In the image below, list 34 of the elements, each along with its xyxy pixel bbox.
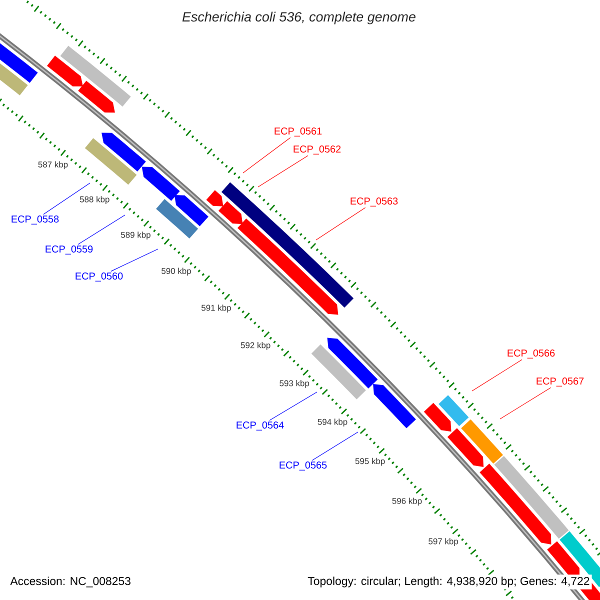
tick-label: 596 kbp — [392, 498, 422, 506]
gene-label: ECP_0566 — [508, 350, 555, 358]
leader-line — [312, 432, 358, 461]
tick-label: 592 kbp — [240, 342, 270, 350]
footer-text: Accession: NC_008253 — [10, 576, 130, 588]
gene-label: ECP_0564 — [236, 422, 284, 430]
leader-line — [43, 182, 90, 215]
tick-label: 588 kbp — [80, 196, 110, 204]
tick-label: 589 kbp — [121, 232, 150, 240]
tick-label: 594 kbp — [318, 418, 348, 427]
gene-label: ECP_0565 — [280, 462, 327, 470]
tick-label: 587 kbp — [38, 161, 68, 170]
leader-line — [316, 207, 366, 240]
gene-label: ECP_0558 — [12, 216, 59, 224]
gene-label: ECP_0561 — [274, 128, 322, 136]
leader-line — [78, 214, 126, 245]
leader-line — [269, 392, 318, 421]
tick-label: 597 kbp — [428, 538, 458, 546]
leader-line — [258, 155, 308, 188]
gene-label: ECP_0567 — [536, 378, 584, 386]
leader-line — [242, 137, 291, 174]
tick-label: 593 kbp — [280, 380, 310, 388]
tick-label: 595 kbp — [355, 458, 385, 466]
title: Escherichia coli 536, complete genome — [182, 12, 416, 24]
gene-label: ECP_0562 — [294, 146, 341, 154]
tick-label: 591 kbp — [202, 304, 231, 312]
gene-label: ECP_0560 — [76, 272, 123, 282]
leader-line — [472, 359, 522, 392]
tick-label: 590 kbp — [162, 268, 191, 276]
footer-text: Topology: circular; Length: 4,938,920 bp; Genes: 4,722 — [306, 574, 592, 590]
gene-label: ECP_0559 — [46, 246, 93, 254]
leader-line — [500, 387, 552, 420]
leader-line — [110, 248, 158, 272]
gene-label: ECP_0563 — [350, 198, 398, 206]
